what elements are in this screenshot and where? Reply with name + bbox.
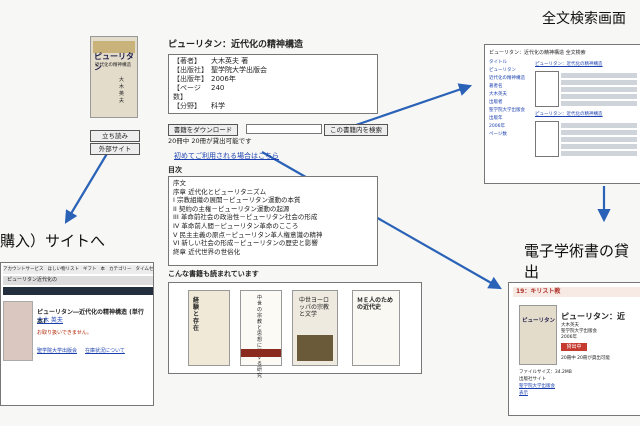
fulltext-heading: ピューリタン：近代化の精神構造 全文検索: [489, 50, 586, 56]
fulltext-sidebar-item: 出版年: [489, 116, 503, 121]
first-use-link[interactable]: 初めてご利用される場合はこちら: [174, 152, 279, 160]
lending-book-info: 大木英夫 聖学院大学出版会 2006年: [561, 323, 597, 340]
amazon-nav-item[interactable]: 本: [100, 267, 106, 272]
fulltext-sidebar-item: 著者名: [489, 84, 503, 89]
lending-book-cover[interactable]: ピューリタン: [519, 305, 557, 365]
lending-category-header: 19：キリスト教: [513, 287, 640, 297]
cover-image: [297, 335, 333, 361]
result-2-snippet: [561, 121, 637, 158]
fulltext-sidebar-item: 出版者: [489, 100, 503, 105]
read-sample-button[interactable]: 立ち読み: [90, 130, 140, 142]
fulltext-sidebar: タイトル ピューリタン 近代化の精神構造 著者名 大木英夫 出版者 聖学院大学出…: [489, 59, 531, 139]
arrow-to-fulltext: [355, 83, 473, 127]
result-2-thumbnail[interactable]: [535, 121, 559, 157]
fulltext-search-screenshot: ピューリタン：近代化の精神構造 全文検索 タイトル ピューリタン 近代化の精神構…: [484, 44, 640, 184]
amazon-nav-item[interactable]: アカウントサービス: [3, 267, 44, 272]
cover-subtitle: 近代化の精神構造: [95, 63, 131, 68]
download-button[interactable]: 書籍をダウンロード: [168, 124, 238, 136]
amazon-book-cover[interactable]: [3, 301, 33, 361]
amazon-nav-item[interactable]: ほしい物リスト: [47, 267, 80, 272]
meta-pages: 【ページ数】240: [173, 84, 225, 101]
amazon-nav-item[interactable]: タイムセール: [135, 267, 154, 272]
caption-purchase: 購入）サイトへ: [0, 232, 106, 250]
lending-status-badge: 貸出中: [561, 343, 587, 351]
toc-item[interactable]: I 宗教組織の展開－ピューリタン運動の本質: [173, 196, 301, 205]
caption-fulltext: 全文検索画面: [542, 11, 626, 27]
cover-band: [93, 41, 135, 53]
related-book-3[interactable]: 中世ヨーロッパの宗教と文学: [292, 290, 338, 366]
fulltext-sidebar-item[interactable]: 聖学院大学出版会: [489, 108, 525, 113]
amazon-search-bar[interactable]: ピューリタン近代化の: [3, 276, 153, 285]
meta-publisher: 【出版社】聖学院大学出版会: [173, 66, 267, 74]
toc-item[interactable]: II 契約の主権－ピューリタン運動の起源: [173, 204, 290, 213]
toc-item[interactable]: V 民主主義の原点－ピューリタン革人権意識の精神: [173, 230, 323, 239]
amazon-nav-item[interactable]: カテゴリー: [109, 267, 132, 272]
fulltext-sidebar-item: ページ数: [489, 132, 507, 137]
amazon-link-publisher[interactable]: 聖学院大学出版会: [37, 348, 78, 354]
book-cover: ピューリタン 近代化の精神構造 大木英夫: [90, 36, 138, 118]
related-book-4[interactable]: ＭＥ人のための近代史: [352, 290, 400, 366]
loan-status: 20冊中 20冊が貸出可能です: [168, 137, 252, 145]
amazon-nav-item[interactable]: ギフト: [83, 267, 97, 272]
lending-footer: ファイルサイズ：34.2MB 出版社サイト 聖学院大学出版会 表示: [519, 369, 572, 397]
toc-item[interactable]: 序章 近代化とピューリタニズム: [173, 187, 267, 196]
meta-year: 【出版年】2006年: [173, 75, 236, 83]
lending-loan-line: 20冊中 20冊が貸出可能: [561, 356, 610, 361]
amazon-author-link[interactable]: 大木 英夫: [37, 317, 63, 324]
amazon-link-stock[interactable]: 在庫状況について: [85, 348, 125, 354]
arrow-to-lending: [261, 151, 502, 290]
fulltext-sidebar-item[interactable]: ピューリタン: [489, 68, 516, 73]
caption-lending: 電子学術書の貸出: [524, 242, 630, 281]
lending-file-size: ファイルサイズ：34.2MB: [519, 370, 572, 375]
amazon-category-bar: [3, 287, 153, 295]
arrow-to-purchase: [64, 151, 109, 224]
related-heading: こんな書籍も読まれています: [168, 270, 259, 278]
lending-book-title: ピューリタン：近: [561, 312, 625, 321]
fulltext-sidebar-item[interactable]: 大木英夫: [489, 92, 507, 97]
result-1-thumbnail[interactable]: [535, 71, 559, 107]
toc-item[interactable]: VI 新しい社会の形成－ピューリタンの歴史と影響: [173, 239, 318, 248]
amazon-screenshot: アカウントサービス ほしい物リスト ギフト 本 カテゴリー タイムセール ピュー…: [0, 262, 154, 406]
cover-band: [241, 349, 281, 357]
related-book-2[interactable]: 中世の宗教と思想に関する研究: [240, 290, 282, 379]
related-book-1[interactable]: 経験と存在: [188, 290, 230, 366]
search-in-book-button[interactable]: この書籍内を検索: [324, 124, 388, 136]
toc-item[interactable]: 序文: [173, 179, 186, 187]
fulltext-sidebar-item[interactable]: 近代化の精神構造: [489, 76, 525, 81]
toc-heading: 目次: [168, 166, 182, 174]
lending-view-link[interactable]: 表示: [519, 391, 528, 396]
result-1-snippet: [561, 71, 637, 108]
cover-title: ピューリタン: [94, 52, 134, 72]
toc-item[interactable]: III 革命前社会の政治性－ピューリタン社会の形成: [173, 213, 318, 222]
book-metadata: 【著者】大木英夫 著 【出版社】聖学院大学出版会 【出版年】2006年 【ページ…: [168, 54, 378, 114]
lending-screenshot: 19：キリスト教 ピューリタン ピューリタン：近 大木英夫 聖学院大学出版会 2…: [508, 282, 640, 416]
cover-author: 大木英夫: [119, 77, 125, 104]
page-title: ピューリタン：近代化の精神構造: [168, 40, 304, 50]
table-of-contents: 序文 序章 近代化とピューリタニズム I 宗教組織の展開－ピューリタン運動の本質…: [168, 176, 378, 266]
external-site-button[interactable]: 外部サイト: [90, 143, 140, 155]
toc-item[interactable]: IV 革命前人間－ピューリタン革命のこころ: [173, 221, 299, 230]
meta-author: 【著者】大木英夫 著: [173, 57, 249, 65]
meta-field: 【分野】科学: [173, 102, 225, 110]
fulltext-sidebar-item: タイトル: [489, 60, 507, 65]
book-search-input[interactable]: [246, 124, 322, 134]
fulltext-sidebar-item[interactable]: 2006年: [489, 124, 505, 129]
fulltext-result-1[interactable]: ピューリタン：近代化の精神構造: [535, 62, 603, 67]
toc-item[interactable]: 終章 近代世界の世俗化: [173, 247, 241, 256]
amazon-availability: お取り扱いできません。: [37, 330, 92, 336]
lending-publisher-label: 出版社サイト: [519, 377, 546, 382]
fulltext-result-2[interactable]: ピューリタン：近代化の精神構造: [535, 112, 603, 117]
lending-publisher-link[interactable]: 聖学院大学出版会: [519, 384, 555, 389]
amazon-product-title: ピューリタン―近代化の精神構造 (単行本): [37, 309, 144, 325]
amazon-nav: アカウントサービス ほしい物リスト ギフト 本 カテゴリー タイムセール: [3, 265, 153, 274]
